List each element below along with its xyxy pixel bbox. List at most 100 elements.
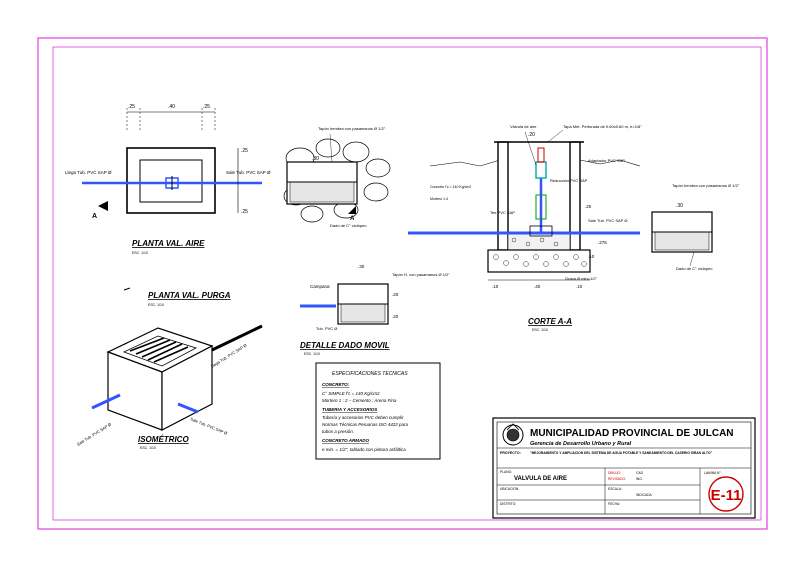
svg-text:.30: .30 bbox=[676, 203, 683, 209]
detail-right: .30 Tapón hembra con pasamanos Ø 1/2" Da… bbox=[651, 183, 740, 271]
corte-scale: ESC. 1/10 bbox=[532, 328, 548, 332]
box-right-face bbox=[161, 345, 213, 431]
detail-top-dim: .30 bbox=[312, 156, 319, 162]
svg-text:Mortero 1 : 2 – Cemento : Aren: Mortero 1 : 2 – Cemento : Arena Fina bbox=[322, 398, 397, 403]
dim-top-2: .40 bbox=[168, 104, 175, 110]
valve-cap bbox=[537, 147, 545, 163]
reduction-fitting bbox=[535, 194, 547, 220]
svg-text:UBICACION:: UBICACION: bbox=[500, 487, 519, 491]
municipality-seal-icon bbox=[502, 423, 524, 446]
pipe-out-label: Sale Tub. PVC SAP Ø bbox=[226, 170, 271, 175]
svg-text:A: A bbox=[350, 216, 355, 222]
corte-title: CORTE A-A bbox=[528, 317, 572, 326]
corte-dim-top: .20 bbox=[528, 132, 535, 138]
svg-text:CONCRETO:: CONCRETO: bbox=[322, 382, 350, 387]
specs-title: ESPECIFICACIONES TECNICAS bbox=[332, 371, 408, 377]
detail-top-note-bottom: Dado de C° ciclópeo bbox=[330, 223, 367, 228]
planta-purga-title: PLANTA VAL. PURGA bbox=[148, 291, 231, 300]
svg-text:.10: .10 bbox=[492, 284, 499, 289]
title-block: MUNICIPALIDAD PROVINCIAL DE JULCAN Geren… bbox=[492, 417, 756, 519]
pipe-in-label: Llega Tub. PVC SAP Ø bbox=[65, 170, 112, 175]
corte-dim-side: .275 bbox=[598, 240, 607, 245]
svg-text:.10: .10 bbox=[576, 284, 583, 289]
department: Gerencia de Desarrollo Urbano y Rural bbox=[530, 441, 632, 447]
air-valve-icon bbox=[535, 161, 547, 179]
outer-border bbox=[37, 37, 768, 530]
svg-text:ING.: ING. bbox=[636, 477, 643, 481]
svg-text:Tub. PVC Ø: Tub. PVC Ø bbox=[316, 326, 337, 331]
section-mark: A bbox=[92, 213, 97, 220]
planta-val-purga: PLANTA VAL. PURGA ESC. 1/10 bbox=[123, 287, 231, 307]
dim-right-2: .25 bbox=[241, 209, 248, 215]
section-arrow-icon bbox=[98, 201, 108, 211]
detail-top: .30 Tapón hembra con pasamanos Ø 1/2" Da… bbox=[283, 126, 391, 228]
gravel-label: Grava Ø min=1/2" bbox=[565, 276, 598, 281]
svg-text:REVISADO:: REVISADO: bbox=[608, 477, 626, 481]
reduction-label: Reducción PVC SAP bbox=[550, 178, 588, 183]
specs-box: ESPECIFICACIONES TECNICAS CONCRETO: C° S… bbox=[315, 362, 441, 460]
svg-text:PROYECTO:: PROYECTO: bbox=[500, 451, 521, 455]
svg-text:CAD: CAD bbox=[636, 471, 644, 475]
detail-right-note: Tapón hembra con pasamanos Ø 1/2" bbox=[672, 183, 740, 188]
svg-text:INDICADA: INDICADA bbox=[636, 493, 653, 497]
svg-text:.20: .20 bbox=[585, 204, 592, 209]
svg-text:tubos a presión.: tubos a presión. bbox=[322, 429, 354, 434]
detail-top-note: Tapón hembra con pasamanos Ø 1/2" bbox=[318, 126, 386, 131]
svg-text:.30: .30 bbox=[358, 264, 365, 269]
svg-text:Normas Técnicas Peruanas ISO 4: Normas Técnicas Peruanas ISO 4422 para bbox=[322, 422, 409, 427]
svg-text:Campana: Campana bbox=[310, 284, 330, 289]
detalle-dado-movil: Campana Tapón H. con pasamanos Ø 1/2" Tu… bbox=[300, 264, 450, 356]
svg-text:Tubería y accesorios PVC deben: Tubería y accesorios PVC deben cumplir bbox=[322, 415, 404, 420]
inner-border bbox=[52, 46, 762, 521]
svg-text:.20: .20 bbox=[392, 292, 399, 297]
detail-right-note-bottom: Dado de C° ciclópeo bbox=[676, 266, 713, 271]
dim-top-3: .25 bbox=[203, 104, 210, 110]
plan-name: VALVULA DE AIRE bbox=[514, 476, 567, 482]
project-text: "MEJORAMIENTO Y AMPLIACION DEL SISTEMA D… bbox=[530, 451, 713, 455]
svg-text:.20: .20 bbox=[392, 314, 399, 319]
gravel-bed bbox=[507, 231, 571, 251]
svg-text:PLANO:: PLANO: bbox=[500, 470, 512, 474]
entity-name: MUNICIPALIDAD PROVINCIAL DE JULCAN bbox=[530, 428, 734, 439]
grate-bars bbox=[129, 337, 189, 363]
chamber-inner bbox=[139, 159, 203, 203]
planta-purga-scale: ESC. 1/10 bbox=[148, 303, 164, 307]
planta-aire-title: PLANTA VAL. AIRE bbox=[132, 239, 205, 248]
dim-top-1: .25 bbox=[128, 104, 135, 110]
tee-label: Tee PVC SAP bbox=[490, 210, 515, 215]
svg-text:.10: .10 bbox=[588, 254, 595, 259]
svg-text:.40: .40 bbox=[534, 284, 541, 289]
svg-text:FECHA:: FECHA: bbox=[608, 502, 620, 506]
sale-label: Sale Tub. PVC SAP Ø bbox=[588, 218, 628, 223]
svg-text:DISTRITO:: DISTRITO: bbox=[500, 502, 516, 506]
svg-text:LAMINA N°:: LAMINA N°: bbox=[704, 471, 722, 475]
dim-right-1: .25 bbox=[241, 148, 248, 154]
tee-fitting bbox=[529, 225, 553, 237]
svg-text:TUBERIA Y ACCESORIOS: TUBERIA Y ACCESORIOS bbox=[322, 407, 377, 412]
iso-pipe-1 bbox=[211, 324, 263, 352]
planta-val-aire: .25 .40 .25 .25 .25 Llega Tub. PVC SAP Ø… bbox=[65, 104, 271, 255]
adapter-label: Adaptador PVC SAP bbox=[588, 158, 625, 163]
valve-label: Válvula de aire bbox=[510, 124, 537, 129]
sheet-code: E-11 bbox=[711, 487, 742, 504]
corte-a-a: Tapa Met. Perforada de 0.60x0.60 m, e=1/… bbox=[408, 124, 642, 332]
svg-text:e min. = 1/2", tablado con pin: e min. = 1/2", tablado con pintura asfál… bbox=[322, 447, 406, 452]
detalle-dado-title: DETALLE DADO MOVIL bbox=[300, 341, 390, 350]
svg-text:ESCALA:: ESCALA: bbox=[608, 487, 622, 491]
iso-pipe-2 bbox=[91, 393, 121, 410]
svg-text:C° SIMPLE f'c = 140 Kg/cm2: C° SIMPLE f'c = 140 Kg/cm2 bbox=[322, 391, 380, 396]
foundation bbox=[487, 249, 591, 273]
corte-note-top: Tapa Met. Perforada de 0.60x0.60 m, e=1/… bbox=[563, 124, 642, 129]
detalle-dado-scale: ESC. 1/10 bbox=[304, 352, 320, 356]
chamber-outer bbox=[126, 147, 216, 214]
corte-spec-1: Concreto f'c = 140 Kg/cm2 bbox=[430, 185, 471, 189]
svg-text:DIBUJO:: DIBUJO: bbox=[608, 471, 621, 475]
corte-spec-2: Mortero 1:4 bbox=[430, 197, 448, 201]
svg-text:Tapón H. con pasamanos Ø 1/2": Tapón H. con pasamanos Ø 1/2" bbox=[392, 272, 450, 277]
iso-pipe-3 bbox=[177, 402, 199, 414]
planta-aire-scale: ESC. 1/10 bbox=[132, 251, 148, 255]
svg-text:CONCRETO ARMADO: CONCRETO ARMADO bbox=[322, 438, 369, 443]
isometrico-scale: ESC. 1/10 bbox=[140, 446, 156, 450]
sheet-code-stamp: E-11 bbox=[708, 476, 744, 512]
